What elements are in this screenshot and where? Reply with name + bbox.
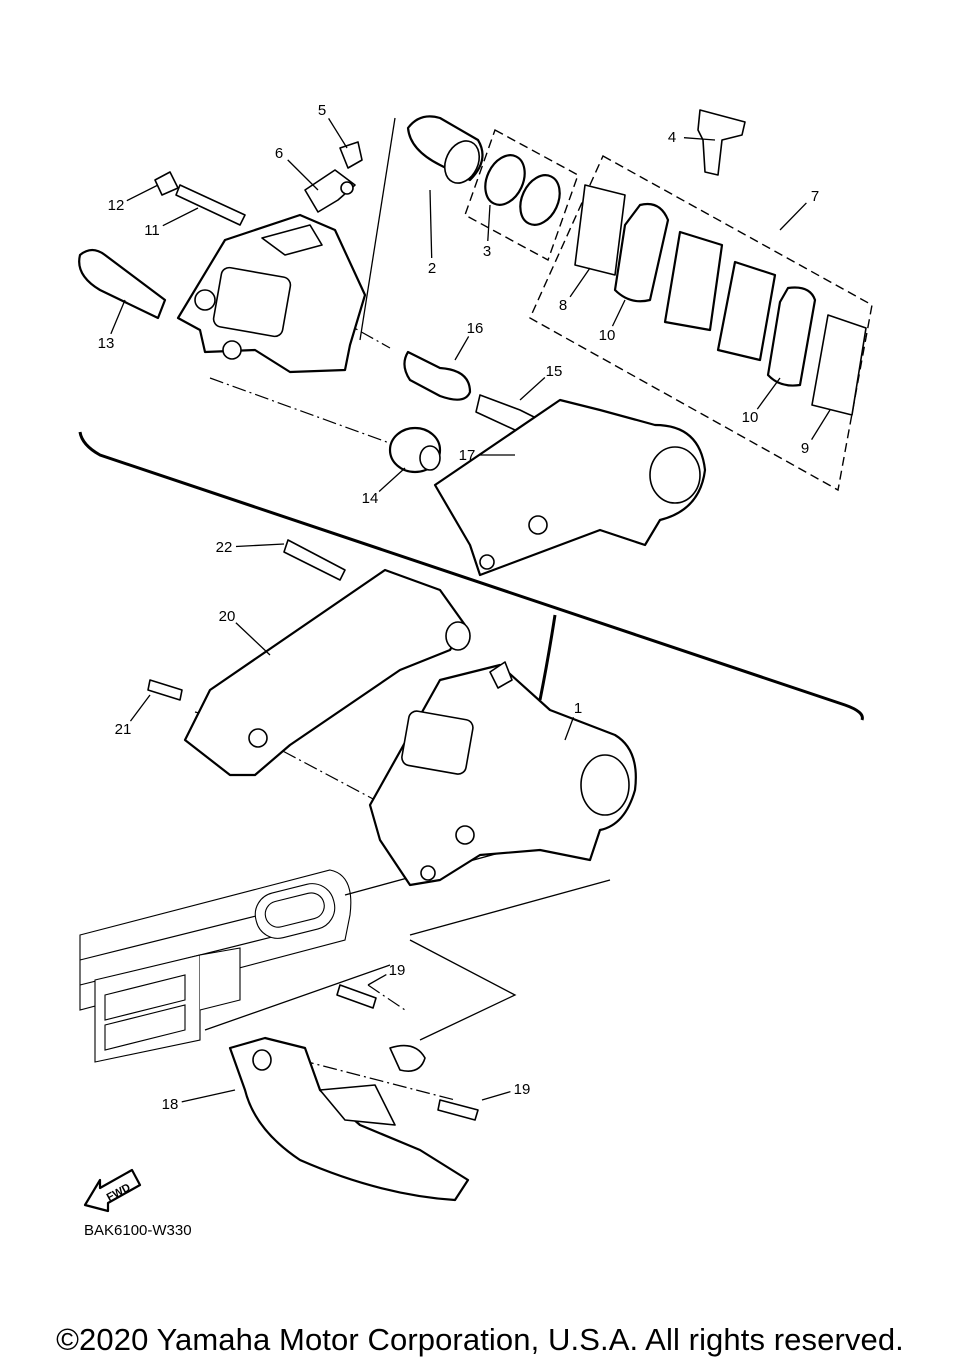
bracket-6 [304,169,356,213]
callout-leader [235,543,285,548]
callout-leader [611,299,626,327]
callout-number: 2 [428,260,436,277]
copyright-notice: ©2020 Yamaha Motor Corporation, U.S.A. A… [56,1322,904,1357]
caliper-bracket-17 [433,398,707,577]
callout-leader [683,137,716,141]
pad-7a [663,230,724,332]
pad-pin [78,248,167,320]
callout-leader [181,1089,236,1103]
caliper-assembly-1 [368,661,637,887]
bolt-19-upper [336,984,377,1009]
callout-number: 11 [144,222,160,239]
plug-12 [154,171,179,196]
pad-spring-4 [697,109,746,176]
bolt-11 [175,184,246,226]
boot-14 [388,426,442,474]
disc-guard-bracket-20 [183,568,471,777]
drawing-code: BAK6100-W330 [84,1222,192,1239]
caliper-body-upper [176,213,367,374]
callout-number: 7 [811,188,819,205]
bolt-22 [283,539,346,581]
callout-leader [235,622,271,656]
callout-number: 21 [115,721,132,738]
callout-leader [779,202,807,231]
callout-leader [129,694,151,722]
swingarm-ghost [79,869,352,1063]
callout-leader [487,204,491,242]
callout-leader [378,467,406,492]
callout-number: 10 [599,327,616,344]
callout-number: 14 [362,490,379,507]
callout-leader [811,409,831,440]
callout-leader [429,189,433,259]
callout-number: 1 [574,700,582,717]
callout-leader [481,1091,511,1101]
pad-10a [613,202,670,303]
callout-number: 19 [389,962,406,979]
callout-number: 3 [483,243,491,260]
callout-number: 4 [668,129,676,146]
fwd-arrow-icon: FWD [83,1168,142,1213]
callout-number: 12 [108,197,125,214]
callout-leader [126,184,159,202]
callout-number: 15 [546,363,563,380]
callout-number: 18 [162,1096,179,1113]
callout-number: 10 [742,409,759,426]
callout-number: 16 [467,320,484,337]
shim-8 [574,184,626,276]
callout-number: 19 [514,1081,531,1098]
callout-number: 5 [318,102,326,119]
callout-number: 9 [801,440,809,457]
piston-2 [406,115,484,184]
callout-leader [328,118,348,149]
callout-number: 22 [216,539,233,556]
callout-number: 6 [275,145,283,162]
pad-10b [766,286,817,387]
callout-leader [454,336,470,361]
callout-number: 17 [459,447,476,464]
disc-guard-18 [228,1036,470,1202]
callout-number: 8 [559,297,567,314]
bolt-21 [147,679,183,701]
bolt-19-lower [437,1099,479,1121]
callout-leader [756,377,781,410]
callout-leader [110,299,126,335]
bleeder-5 [339,141,363,169]
callout-number: 13 [98,335,115,352]
callout-number: 20 [219,608,236,625]
assembly-bracket [78,431,864,721]
boot-16 [403,350,472,401]
callout-leader [162,207,199,227]
group-outlines [464,128,873,492]
shim-9 [811,314,867,416]
callout-leader [287,159,319,191]
callout-leader [564,717,575,741]
callout-leader [519,377,546,401]
callout-leader [367,974,387,986]
pad-7b [716,260,777,362]
seals-3 [484,154,561,226]
callout-leader [569,267,591,298]
